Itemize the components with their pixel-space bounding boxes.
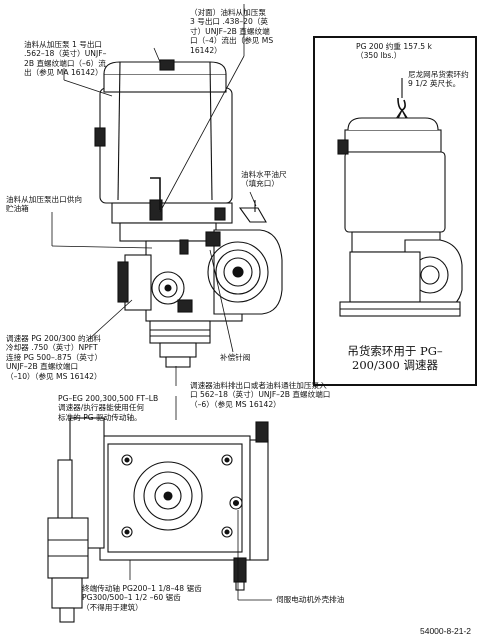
- label-servo-drain: 伺服电动机外壳排油: [276, 595, 345, 604]
- label-needle-valve: 补偿针阀: [220, 353, 251, 362]
- label-supply-sump: 油料从加压泵出口供向 贮油箱: [6, 195, 82, 214]
- leader-lines: [51, 4, 272, 601]
- inset-weight: PG 200 约重 157.5 k （350 lbs.）: [356, 42, 432, 61]
- governor-end-view: [47, 417, 269, 623]
- label-outlet-pump-3: （对面）油料从加压泵 3 号出口 .438–20（英 寸）UNJF–2B 直螺纹…: [190, 8, 274, 55]
- label-outlet-pump-1: 油料从加压泵 1 号出口 .562–18（英寸）UNJF– 2B 直螺纹端口（–…: [24, 40, 107, 78]
- governor-upper-body: [94, 59, 283, 368]
- label-oil-gauge: 油料水平油尺 （填充口）: [241, 170, 287, 189]
- figure-number: 54000-8-21-2: [420, 626, 472, 636]
- label-end-shaft: 终端传动轴 PG200–1 1/8–48 锯齿 PG300/500–1 1/2 …: [82, 584, 202, 612]
- sling-inset: [313, 36, 477, 386]
- label-cooler: 调速器 PG 200/300 的油料 冷却器 .750（英寸）NPFT 连接 P…: [6, 334, 103, 381]
- label-drain: 调速器油料排出口或者油料通往加压泵入 口 562–18（英寸）UNJF–2B 直…: [190, 381, 331, 409]
- inset-caption: 吊货索环用于 PG– 200/300 调速器: [347, 344, 443, 372]
- inset-rope: 尼龙网吊货索环约 9 1/2 英尺长。: [408, 70, 469, 89]
- label-drive-shaft: PG–EG 200,300,500 FT–LB 调速器/执行器能使用任何 标准的…: [58, 394, 159, 422]
